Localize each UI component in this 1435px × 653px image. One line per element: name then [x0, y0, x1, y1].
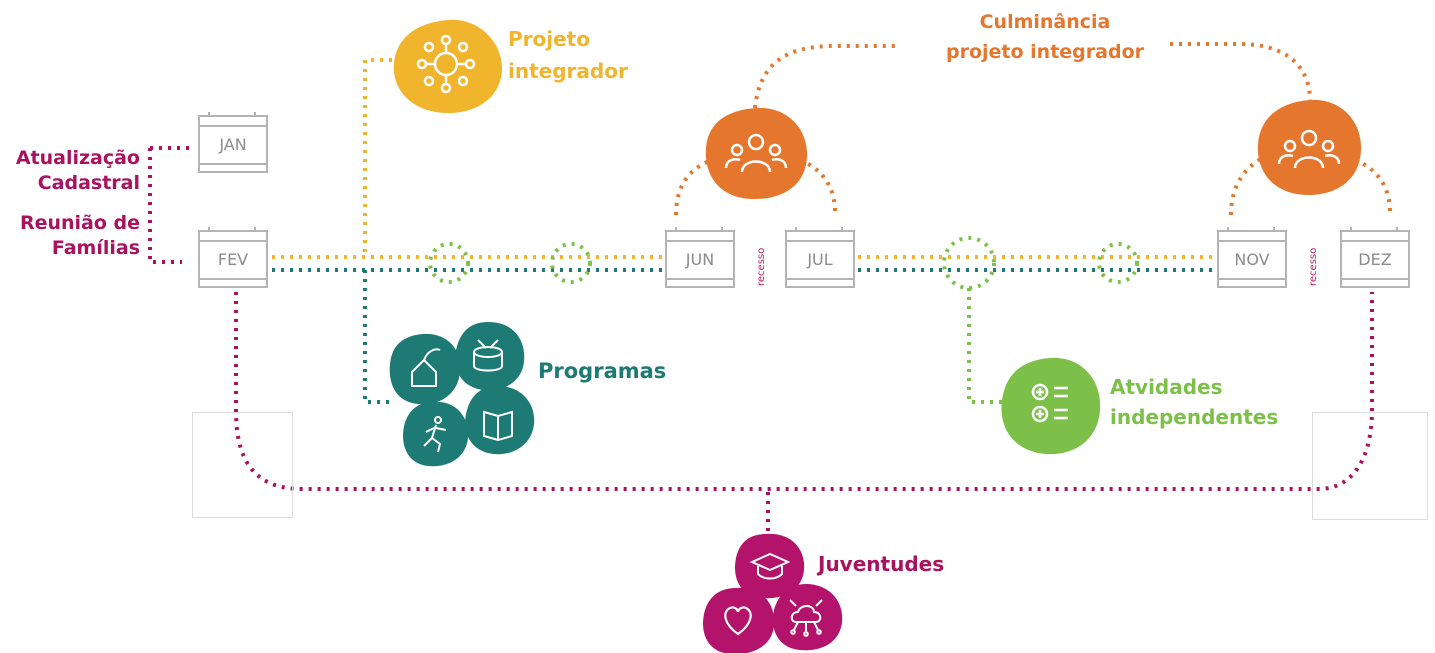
- house-plant-icon: [411, 348, 441, 387]
- atividades-blob: [1001, 357, 1101, 455]
- green-milestone-circles: [428, 236, 1139, 404]
- month-jan: JAN: [198, 112, 268, 173]
- label-culminancia: Culminância projeto integrador: [920, 7, 1170, 67]
- cloud-network-icon: [789, 599, 823, 637]
- month-nov-label: NOV: [1217, 240, 1287, 280]
- projeto-integrador-blob: [393, 19, 502, 114]
- label-projeto-integrador: Projeto integrador: [508, 23, 628, 87]
- label-projeto-line2: integrador: [508, 59, 628, 83]
- label-juventudes: Juventudes: [818, 552, 945, 576]
- left-frame: [192, 412, 293, 518]
- programas-blob-group: [389, 322, 535, 467]
- label-atualizacao-line1: Atualização: [15, 147, 140, 169]
- yellow-projeto-line: [272, 58, 1215, 259]
- label-reuniao-line1: Reunião de: [19, 212, 140, 234]
- month-jul: JUL: [785, 227, 855, 288]
- label-atividades-line1: Atvidades: [1110, 375, 1223, 399]
- drum-icon: [473, 339, 503, 372]
- graduation-cap-icon: [749, 552, 791, 580]
- month-nov: NOV: [1217, 227, 1287, 288]
- month-dez-label: DEZ: [1340, 240, 1410, 280]
- month-fev: FEV: [198, 227, 268, 288]
- magenta-left-bracket: [148, 146, 190, 264]
- month-jan-label: JAN: [198, 125, 268, 165]
- month-jul-label: JUL: [785, 240, 855, 280]
- plus-list-icon: [1031, 383, 1068, 423]
- group-people-icon: [724, 133, 788, 173]
- culminancia-blob-right: [1257, 99, 1362, 196]
- teal-programas-line: [272, 268, 1215, 404]
- network-hub-icon: [416, 34, 476, 94]
- heart-icon: [724, 606, 752, 636]
- culminancia-blob-left: [705, 107, 808, 200]
- label-culminancia-line1: Culminância: [979, 11, 1111, 33]
- label-culminancia-line2: projeto integrador: [946, 41, 1144, 63]
- month-jun-label: JUN: [665, 240, 735, 280]
- month-fev-label: FEV: [198, 240, 268, 280]
- label-atividades-line2: independentes: [1110, 405, 1279, 429]
- label-reuniao-line2: Famílias: [51, 237, 140, 259]
- recess-label-nov-dez: recesso: [1308, 247, 1319, 286]
- label-atualizacao-line2: Cadastral: [37, 172, 140, 194]
- label-atualizacao-cadastral: Atualização Cadastral: [0, 146, 140, 196]
- month-dez: DEZ: [1340, 227, 1410, 288]
- month-jun: JUN: [665, 227, 735, 288]
- label-reuniao-familias: Reunião de Famílias: [0, 211, 140, 261]
- runner-icon: [423, 416, 447, 453]
- juventudes-blob-group: [703, 533, 843, 653]
- label-programas: Programas: [538, 359, 667, 383]
- label-atividades: Atvidades independentes: [1110, 372, 1278, 432]
- book-icon: [483, 410, 513, 442]
- right-frame: [1312, 412, 1428, 520]
- magenta-juventudes-line: [234, 292, 1374, 532]
- orange-culminancia-line: [674, 42, 1392, 216]
- recess-label-jun-jul: recesso: [756, 247, 767, 286]
- group-people-icon: [1277, 129, 1341, 169]
- label-projeto-line1: Projeto: [508, 27, 590, 51]
